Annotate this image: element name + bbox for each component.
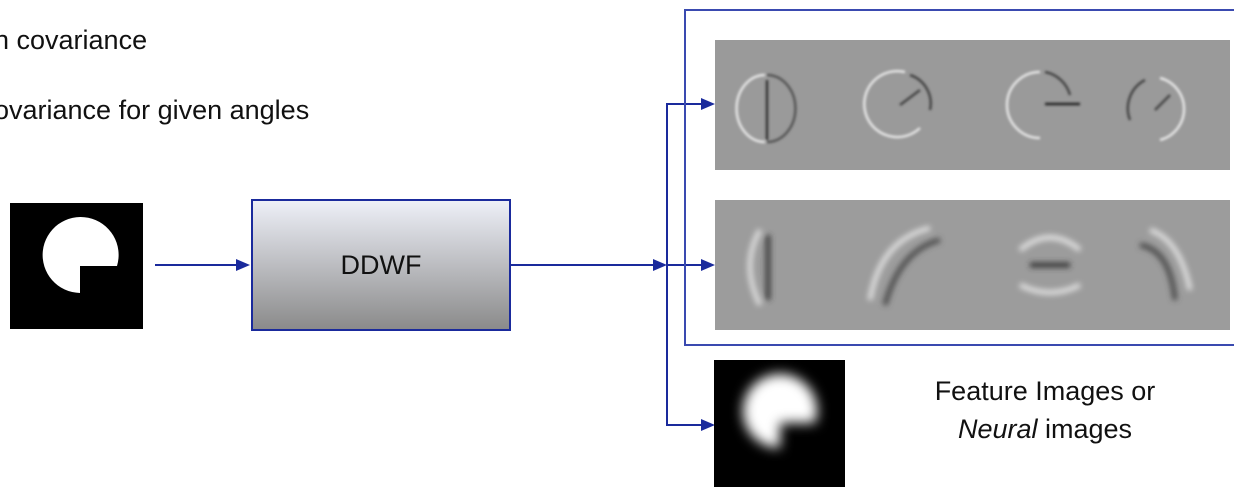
caption-images-word: images bbox=[1037, 414, 1133, 444]
feature-frame bbox=[684, 9, 1234, 346]
caption-line-1: Feature Images or bbox=[934, 376, 1156, 406]
text-line-1: n covariance bbox=[0, 25, 148, 55]
text-line-2: ovariance for given angles bbox=[0, 95, 310, 125]
neural-image bbox=[714, 360, 845, 487]
feature-strip-2 bbox=[715, 200, 1230, 330]
branch-connector bbox=[666, 98, 715, 431]
ddwf-box bbox=[251, 199, 511, 331]
feature-strip-1 bbox=[715, 40, 1230, 170]
input-image bbox=[10, 203, 143, 329]
caption-neural-word: Neural bbox=[957, 414, 1038, 444]
arrow-input-to-ddwf bbox=[155, 259, 250, 271]
caption-line-2: Neural images bbox=[880, 410, 1210, 448]
feature-images-caption: Feature Images or Neural images bbox=[880, 372, 1210, 448]
arrow-ddwf-to-branch bbox=[510, 259, 667, 271]
